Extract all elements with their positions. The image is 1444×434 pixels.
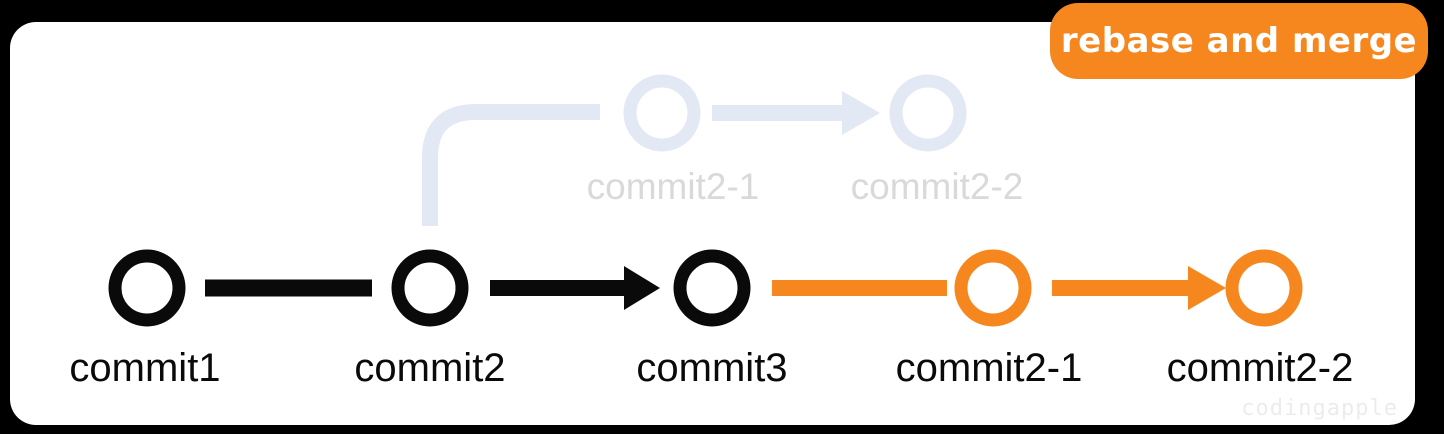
- commit3-label: commit3: [636, 346, 787, 390]
- commit2-1-label: commit2-1: [896, 346, 1083, 390]
- ghost-commit2-2-label: commit2-2: [851, 166, 1024, 207]
- ghost-commit2-2-node-icon: [889, 74, 967, 152]
- badge-label: rebase and merge: [1060, 21, 1418, 61]
- commit3-node-icon: [673, 249, 751, 327]
- commit1-label: commit1: [69, 346, 220, 390]
- commit2-2-node-icon: [1225, 249, 1303, 327]
- ghost-commit2-1-label: commit2-1: [587, 166, 760, 207]
- arrow-commit2-1-commit2-2-head-icon: [1188, 266, 1226, 310]
- commit2-1-node-icon: [954, 249, 1032, 327]
- rebase-and-merge-badge: rebase and merge: [1050, 3, 1428, 79]
- ghost-branch-curve: [422, 104, 600, 226]
- commit2-2-label: commit2-2: [1167, 346, 1354, 390]
- watermark: codingapple: [1241, 396, 1398, 421]
- commit2-node-icon: [391, 249, 469, 327]
- ghost-commit2-1-node-icon: [623, 74, 701, 152]
- commit2-label: commit2: [354, 346, 505, 390]
- arrow-commit2-commit3-head-icon: [624, 266, 660, 310]
- ghost-arrowhead-icon: [842, 91, 880, 135]
- canvas-panel: [10, 22, 1415, 425]
- commit1-node-icon: [108, 249, 186, 327]
